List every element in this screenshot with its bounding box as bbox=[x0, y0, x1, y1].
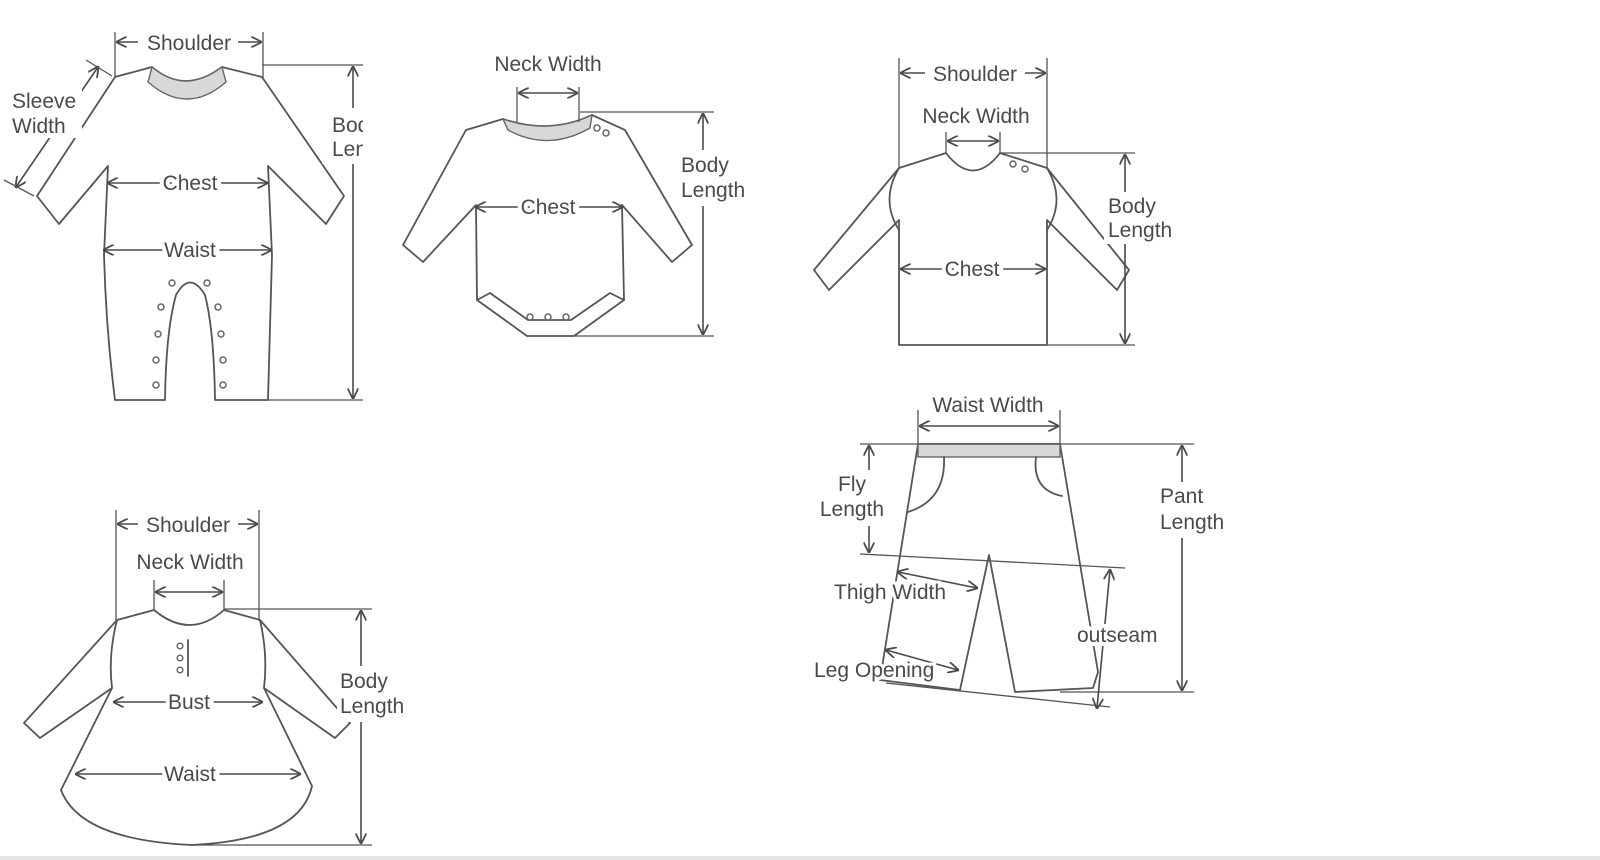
romper-buttons bbox=[152, 279, 227, 389]
dress-figure: Shoulder Neck Width Bust Waist Body Leng… bbox=[23, 510, 417, 846]
pants-pant-length-label-line2: Length bbox=[1160, 511, 1224, 534]
dress-outline bbox=[23, 609, 351, 846]
pants-thigh-width-label: Thigh Width bbox=[834, 581, 946, 604]
pants-leg-opening-label: Leg Opening bbox=[814, 659, 934, 682]
shirt-shoulder-label: Shoulder bbox=[933, 63, 1017, 86]
shirt-figure: Shoulder Neck Width Chest Body Length bbox=[813, 58, 1174, 346]
dress-waist-label: Waist bbox=[164, 763, 216, 786]
bodysuit-collar bbox=[501, 113, 593, 142]
dress-sleeve-seam-left bbox=[109, 619, 118, 689]
pants-outseam-label: outseam bbox=[1077, 624, 1158, 647]
dress-bust-label: Bust bbox=[168, 691, 210, 714]
pants-pant-length-label-line1: Pant bbox=[1160, 485, 1203, 508]
pants-outline bbox=[879, 443, 1099, 693]
bodysuit-buttons bbox=[526, 124, 610, 321]
shirt-neck-width-label: Neck Width bbox=[922, 105, 1029, 128]
shirt-chest-label: Chest bbox=[945, 258, 1000, 281]
shirt-sleeve-seam-right bbox=[1046, 167, 1058, 231]
pants-pocket-right bbox=[1034, 456, 1063, 497]
romper-shoulder-label: Shoulder bbox=[147, 32, 231, 55]
dress-neck-width-label: Neck Width bbox=[136, 551, 243, 574]
romper-waist-label: Waist bbox=[164, 239, 216, 262]
romper-sleeve-width-label-line1: Sleeve bbox=[12, 90, 76, 113]
romper-outline bbox=[36, 66, 345, 401]
pants-pocket-left bbox=[907, 456, 945, 513]
pants-fly-length-label-line2: Length bbox=[820, 498, 884, 521]
romper-sleeve-width-label-line2: Width bbox=[12, 115, 66, 138]
bodysuit-body-length-label-line2: Length bbox=[681, 179, 745, 202]
shirt-buttons bbox=[1009, 160, 1029, 173]
bodysuit-chest-label: Chest bbox=[521, 196, 576, 219]
bodysuit-neck-width-label: Neck Width bbox=[494, 53, 601, 76]
shirt-body-length-label-line2: Length bbox=[1108, 219, 1172, 242]
romper-body-length-label-line1: Body bbox=[332, 114, 380, 137]
pants-figure: Waist Width Fly Length Pant Length Thigh… bbox=[811, 394, 1237, 708]
dress-body-length-label-line1: Body bbox=[340, 670, 388, 693]
shirt-body-length-label-line1: Body bbox=[1108, 195, 1156, 218]
pants-waist-width-label: Waist Width bbox=[932, 394, 1043, 417]
shirt-sleeve-seam-left bbox=[888, 167, 900, 231]
dress-buttons bbox=[176, 642, 184, 674]
dress-shoulder-label: Shoulder bbox=[146, 514, 230, 537]
bottom-border bbox=[0, 856, 1600, 860]
bodysuit-figure: Neck Width Chest Body Length bbox=[402, 53, 758, 337]
dress-body-length-label-line2: Length bbox=[340, 695, 404, 718]
romper-body-length-label-line2: Length bbox=[332, 138, 396, 161]
dress-sleeve-seam-right bbox=[259, 619, 267, 689]
shirt-outline bbox=[813, 152, 1130, 346]
romper-chest-label: Chest bbox=[163, 172, 218, 195]
bodysuit-body-length-label-line1: Body bbox=[681, 154, 729, 177]
pants-fly-length-label-line1: Fly bbox=[838, 473, 866, 496]
romper-collar bbox=[147, 65, 227, 100]
pants-waistband bbox=[917, 443, 1061, 458]
bodysuit-outline bbox=[402, 114, 693, 337]
romper-figure: Shoulder Sleeve Width Chest Waist Body L… bbox=[3, 28, 396, 401]
